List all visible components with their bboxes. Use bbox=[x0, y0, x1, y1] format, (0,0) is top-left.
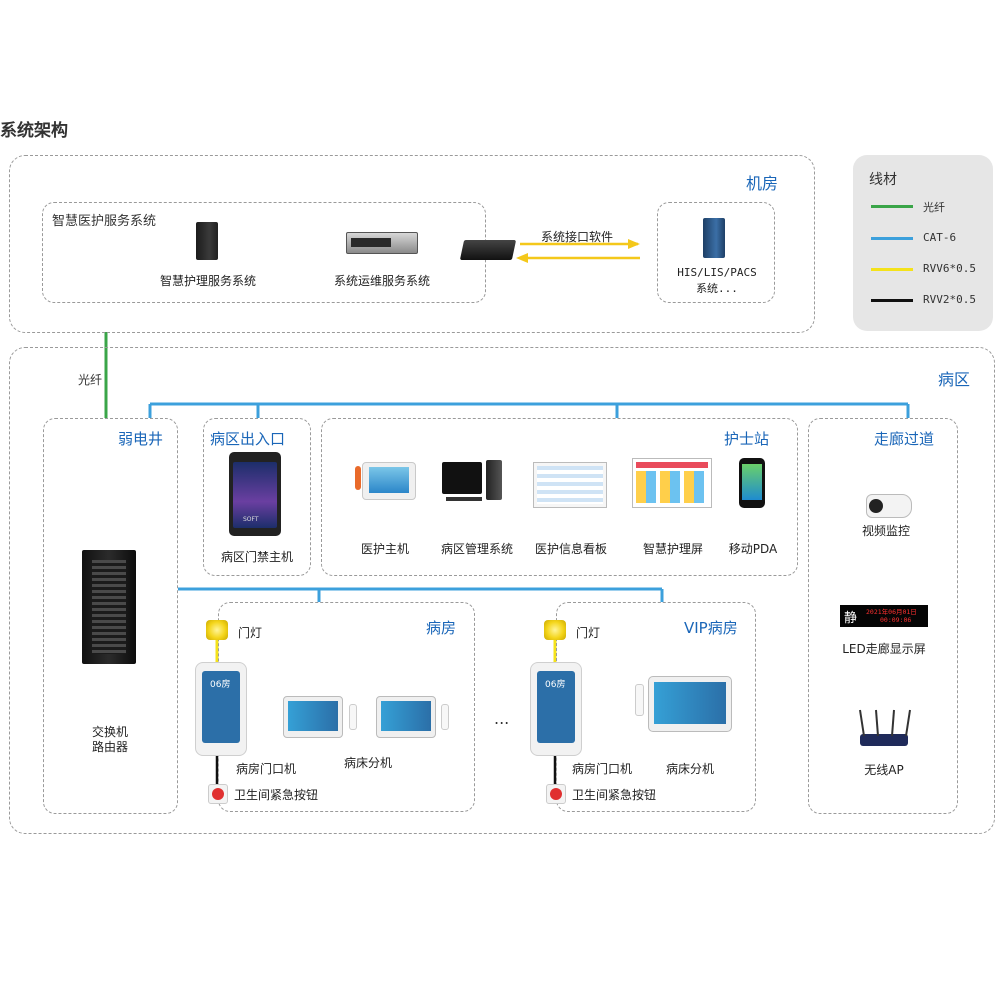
nursing-server-label: 智慧护理服务系统 bbox=[159, 274, 256, 288]
medical-host-icon bbox=[362, 462, 416, 500]
page-title: 系统架构 bbox=[0, 121, 68, 141]
room-number-text: 06房 bbox=[210, 680, 231, 690]
emergency-button-icon bbox=[208, 784, 228, 804]
legend-item-label: RVV6*0.5 bbox=[923, 262, 976, 275]
vip-room-label: VIP病房 bbox=[684, 619, 738, 637]
nurse-device-label: 病区管理系统 bbox=[440, 542, 513, 556]
vip-bed-terminal-icon bbox=[648, 676, 732, 732]
medical-host-handset-icon bbox=[355, 466, 361, 490]
switch-label-1: 交换机 bbox=[91, 725, 128, 739]
bed-terminal-label: 病床分机 bbox=[343, 756, 392, 770]
wireless-ap-label: 无线AP bbox=[864, 763, 904, 777]
nurse-device-label: 移动PDA bbox=[728, 542, 778, 556]
legend-item-rvv6: RVV6*0.5 bbox=[871, 262, 986, 276]
door-terminal-label: 病房门口机 bbox=[571, 762, 632, 776]
machine-room-box bbox=[9, 155, 815, 333]
his-system-label-2: 系统... bbox=[696, 282, 738, 295]
his-system-box bbox=[657, 202, 775, 303]
nursing-server-icon bbox=[196, 222, 218, 260]
mobile-pda-icon bbox=[739, 458, 765, 508]
access-screen-text: SOFT bbox=[243, 516, 259, 523]
legend-swatch bbox=[871, 237, 913, 240]
nurse-device-label: 医护主机 bbox=[360, 542, 409, 556]
corridor-box bbox=[808, 418, 958, 814]
info-board-icon bbox=[533, 462, 607, 508]
emergency-button-icon bbox=[546, 784, 566, 804]
camera-icon bbox=[866, 494, 912, 518]
interface-software-label: 系统接口软件 bbox=[540, 230, 613, 244]
access-control-host-label: 病区门禁主机 bbox=[220, 550, 293, 564]
switch-label-2: 路由器 bbox=[91, 740, 128, 754]
door-light-label: 门灯 bbox=[238, 626, 263, 640]
door-terminal-icon: 06房 bbox=[195, 662, 247, 756]
ellipsis: ... bbox=[494, 709, 510, 728]
door-light-icon bbox=[544, 620, 566, 640]
nurse-station-box bbox=[321, 418, 798, 576]
legend-item-rvv2: RVV2*0.5 bbox=[871, 293, 986, 307]
wireless-ap-icon bbox=[860, 734, 908, 746]
ward-management-pc-icon bbox=[442, 462, 482, 494]
bed-call-handset-icon bbox=[349, 704, 357, 730]
legend-item-label: RVV2*0.5 bbox=[923, 293, 976, 306]
access-control-host-icon: SOFT bbox=[229, 452, 281, 536]
door-light-label: 门灯 bbox=[576, 626, 601, 640]
interface-arrowhead-right bbox=[628, 239, 640, 249]
room-number-text: 06房 bbox=[545, 680, 566, 690]
legend-item-cat6: CAT-6 bbox=[871, 231, 986, 245]
legend-item-label: 光纤 bbox=[923, 201, 945, 214]
door-terminal-icon: 06房 bbox=[530, 662, 582, 756]
bed-terminal-icon-2 bbox=[376, 696, 436, 738]
weak-shaft-label: 弱电井 bbox=[118, 430, 164, 448]
entrance-label: 病区出入口 bbox=[210, 430, 286, 448]
ops-server-icon bbox=[346, 232, 418, 254]
ward-area-box bbox=[9, 347, 995, 834]
legend-item-label: CAT-6 bbox=[923, 231, 957, 244]
ward-room-label: 病房 bbox=[426, 619, 457, 637]
led-display-label: LED走廊显示屏 bbox=[842, 642, 926, 656]
his-system-label-1: HIS/LIS/PACS bbox=[677, 266, 757, 279]
smart-nursing-screen-icon bbox=[632, 458, 712, 508]
vip-bed-call-handset-icon bbox=[635, 684, 644, 716]
cable-legend: 线材 光纤 CAT-6 RVV6*0.5 RVV2*0.5 bbox=[853, 155, 993, 331]
bed-call-handset-icon bbox=[441, 704, 449, 730]
legend-swatch bbox=[871, 268, 913, 271]
service-group-label: 智慧医护服务系统 bbox=[52, 214, 157, 229]
legend-item-fiber: 光纤 bbox=[871, 199, 986, 214]
nurse-device-label: 医护信息看板 bbox=[534, 542, 607, 556]
led-date: 2021年06月01日 bbox=[866, 608, 917, 616]
gateway-device-icon bbox=[459, 240, 517, 260]
pc-keyboard-icon bbox=[446, 497, 482, 501]
emergency-button-label: 卫生间紧急按钮 bbox=[572, 788, 657, 802]
ops-server-label: 系统运维服务系统 bbox=[333, 274, 430, 288]
ap-antenna-icon bbox=[859, 709, 911, 737]
interface-arrowhead-left bbox=[516, 253, 528, 263]
emergency-button-label: 卫生间紧急按钮 bbox=[234, 788, 319, 802]
legend-swatch bbox=[871, 299, 913, 302]
weak-shaft-box bbox=[43, 418, 178, 814]
camera-label: 视频监控 bbox=[861, 524, 910, 538]
legend-swatch bbox=[871, 205, 913, 208]
nurse-station-label: 护士站 bbox=[724, 430, 770, 448]
led-display-icon: 静 2021年06月01日 00:09:06 bbox=[840, 605, 928, 627]
ward-area-label: 病区 bbox=[938, 370, 971, 389]
switch-rack-icon bbox=[82, 550, 136, 664]
bed-terminal-label: 病床分机 bbox=[665, 762, 714, 776]
led-char: 静 bbox=[844, 611, 858, 626]
corridor-label: 走廊过道 bbox=[874, 430, 935, 448]
entrance-box bbox=[203, 418, 311, 576]
door-terminal-label: 病房门口机 bbox=[235, 762, 296, 776]
led-time: 00:09:06 bbox=[880, 616, 912, 624]
legend-title: 线材 bbox=[869, 172, 897, 188]
machine-room-label: 机房 bbox=[746, 174, 779, 193]
nurse-device-label: 智慧护理屏 bbox=[642, 542, 703, 556]
pc-tower-icon bbox=[486, 460, 502, 500]
bed-terminal-icon-1 bbox=[283, 696, 343, 738]
his-server-icon bbox=[703, 218, 725, 258]
fiber-label: 光纤 bbox=[78, 373, 103, 387]
door-light-icon bbox=[206, 620, 228, 640]
